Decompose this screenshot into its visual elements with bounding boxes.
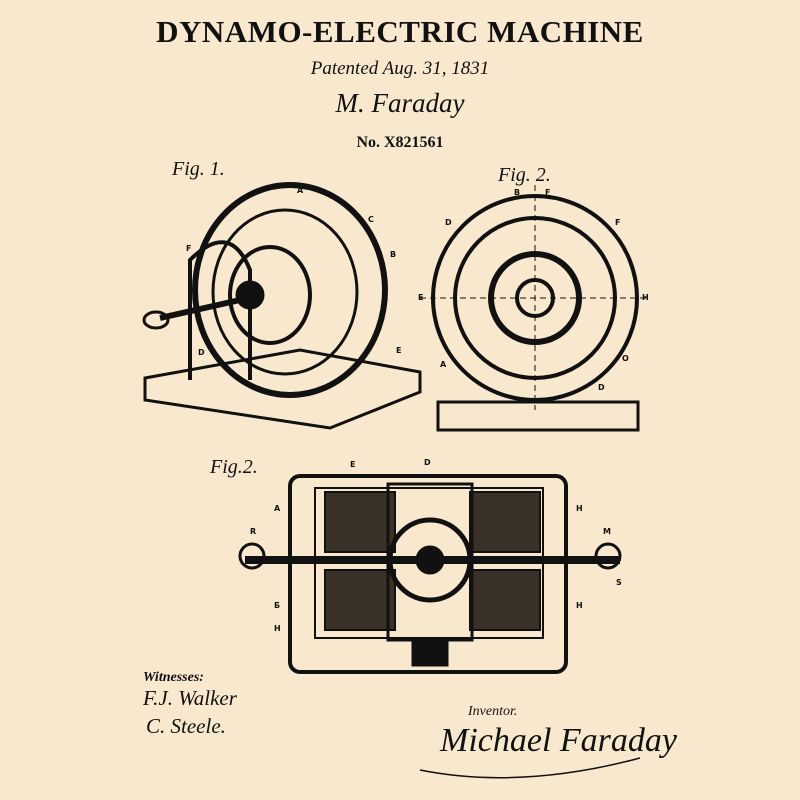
- fig3-letter: H: [576, 601, 583, 610]
- inventor-signature: Michael Faraday: [440, 722, 677, 760]
- fig1-letter: C: [368, 215, 374, 224]
- fig3-letter: H: [274, 624, 281, 633]
- fig2-letter: D: [445, 218, 452, 227]
- figure-3-label: Fig.2.: [210, 456, 258, 479]
- fig3-letter: M: [603, 527, 611, 536]
- fig3-letter: A: [274, 504, 280, 513]
- inventor-label: Inventor.: [468, 704, 517, 720]
- fig1-letter: B: [390, 250, 396, 259]
- fig3-letter: Б: [274, 601, 280, 610]
- fig2-letter: D: [598, 383, 605, 392]
- fig2-letter: F: [615, 218, 620, 227]
- fig3-letter: R: [250, 527, 256, 536]
- witness-name: F.J. Walker: [143, 686, 237, 711]
- figure-2-label: Fig. 2.: [498, 164, 551, 187]
- fig2-letter: O: [622, 354, 629, 363]
- signature-flourish: [420, 758, 640, 778]
- fig3-letter: E: [350, 460, 355, 469]
- fig1-letter: F: [186, 244, 191, 253]
- fig2-letter: E: [418, 293, 423, 302]
- fig2-letter: H: [642, 293, 649, 302]
- fig3-letter: H: [576, 504, 583, 513]
- figure-3-machine: [240, 476, 620, 672]
- fig1-letter: D: [198, 348, 205, 357]
- fig2-letter: A: [440, 360, 446, 369]
- fig1-letter: A: [297, 186, 303, 195]
- fig3-letter: S: [616, 578, 622, 587]
- fig2-letter: B: [514, 188, 520, 197]
- fig1-letter: E: [396, 346, 401, 355]
- fig2-letter: F: [545, 188, 550, 197]
- witnesses-label: Witnesses:: [143, 670, 204, 686]
- fig3-letter: D: [424, 458, 431, 467]
- witness-name: C. Steele.: [146, 714, 226, 739]
- figure-1-machine: [144, 185, 420, 428]
